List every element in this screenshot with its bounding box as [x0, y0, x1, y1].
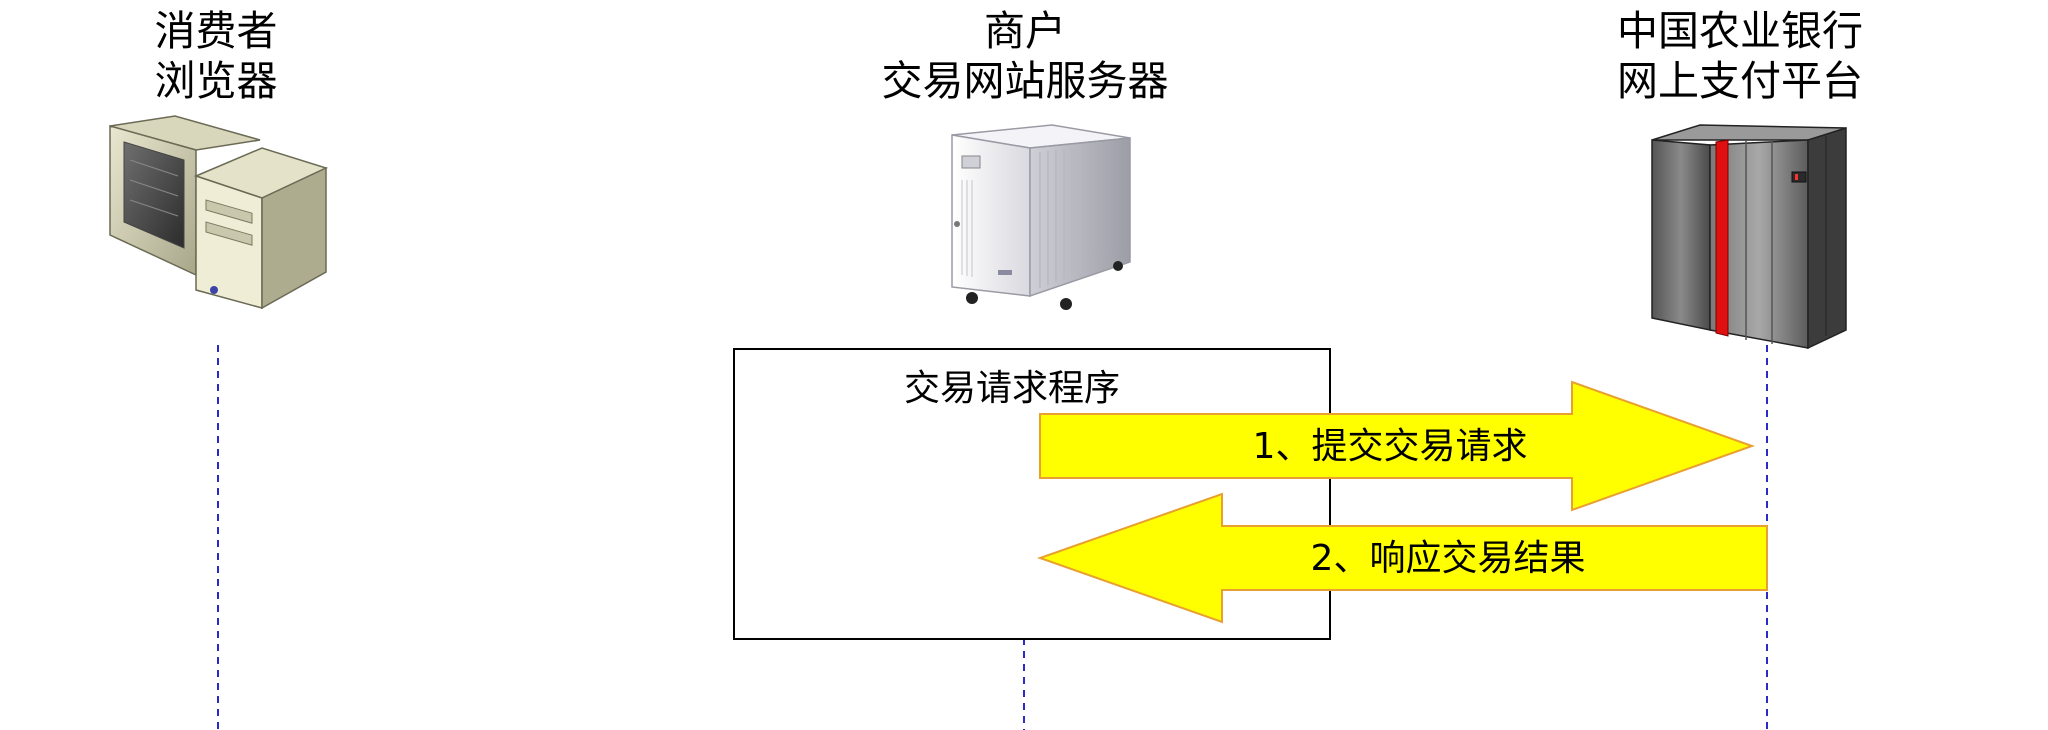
bank-label: 中国农业银行 网上支付平台 — [1560, 6, 1920, 106]
consumer-label-line2: 浏览器 — [154, 57, 278, 105]
submit-request-arrow — [1039, 380, 1755, 512]
consumer-label-line1: 消费者 — [154, 7, 278, 55]
merchant-label-line1: 商户 — [984, 7, 1066, 55]
tower-server-icon — [951, 124, 1131, 310]
bank-label-line1: 中国农业银行 — [1617, 7, 1863, 55]
consumer-label: 消费者 浏览器 — [96, 6, 336, 106]
response-result-arrow — [1036, 492, 1768, 624]
response-result-label: 2、响应交易结果 — [1311, 538, 1586, 579]
merchant-label: 商户 交易网站服务器 — [820, 6, 1230, 106]
mainframe-server-icon — [1651, 124, 1847, 350]
bank-label-line2: 网上支付平台 — [1617, 57, 1863, 105]
process-box-label: 交易请求程序 — [904, 368, 1120, 409]
merchant-label-line2: 交易网站服务器 — [881, 57, 1169, 105]
desktop-computer-icon — [109, 115, 329, 310]
submit-request-label: 1、提交交易请求 — [1253, 426, 1528, 467]
